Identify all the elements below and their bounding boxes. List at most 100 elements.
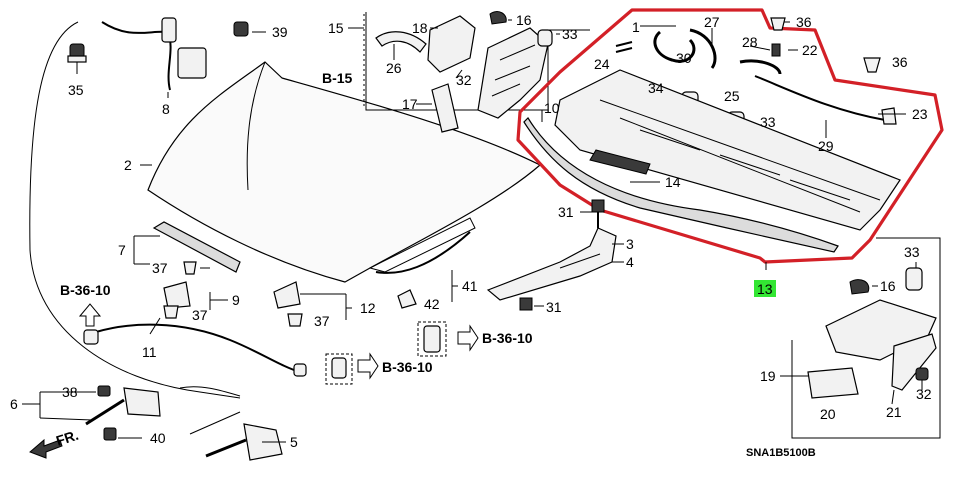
clip-36-top[interactable] [770,17,786,31]
callout-35[interactable]: 35 [68,82,84,98]
nozzle-23[interactable] [881,107,897,125]
callout-16-right[interactable]: 16 [880,278,896,294]
callout-33-mid[interactable]: 33 [760,114,776,130]
bolt-40[interactable] [103,427,117,441]
callout-23[interactable]: 23 [912,106,928,122]
clip-37-a[interactable] [183,261,197,275]
tube-27-30[interactable] [653,28,717,69]
callout-21[interactable]: 21 [886,404,902,420]
cable-lower-run [179,386,241,397]
callout-39[interactable]: 39 [272,24,288,40]
callout-31-upper[interactable]: 31 [558,204,574,220]
reference-b-36-10-left[interactable]: B-36-10 [60,282,111,298]
bracket-20[interactable] [807,367,859,399]
washer-tank-18[interactable] [427,15,476,73]
hood-opener-cable-8[interactable] [101,17,207,98]
hood-lock-6[interactable] [85,387,161,426]
ref-box-lower[interactable] [325,353,353,385]
hood-clip-35[interactable] [67,43,87,74]
callout-36-top[interactable]: 36 [796,14,812,30]
callout-27[interactable]: 27 [704,14,720,30]
callout-numbers: 1 2 3 4 5 6 7 8 9 10 11 12 13 14 15 16 1… [10,12,932,450]
clip-36-right[interactable] [863,57,881,73]
hood-hinge-3-4[interactable] [486,227,617,301]
grommet-11-end[interactable] [83,329,99,345]
callout-26[interactable]: 26 [386,60,402,76]
hood-outline-contour [29,21,241,399]
callout-42[interactable]: 42 [424,296,440,312]
callout-32-right[interactable]: 32 [916,386,932,402]
clip-16-right[interactable] [849,279,870,295]
bumper-12[interactable] [273,281,301,309]
hood-release-cable-11[interactable] [95,323,307,377]
callout-10[interactable]: 10 [544,100,560,116]
callout-4[interactable]: 4 [626,254,634,270]
callout-37-c[interactable]: 37 [314,313,330,329]
callout-25[interactable]: 25 [724,88,740,104]
hose-28-29[interactable] [739,59,886,121]
callout-14[interactable]: 14 [665,174,681,190]
callout-28[interactable]: 28 [742,34,758,50]
hood-latch-5[interactable] [189,411,283,461]
callout-40[interactable]: 40 [150,430,166,446]
bumper-9[interactable] [163,281,191,309]
callout-9[interactable]: 9 [232,292,240,308]
clip-32-right[interactable] [915,367,929,381]
callout-37-a[interactable]: 37 [152,260,168,276]
callout-36-right[interactable]: 36 [892,54,908,70]
clip-37-c[interactable] [287,313,303,327]
reference-b-36-10-lower[interactable]: B-36-10 [382,359,433,375]
callout-17[interactable]: 17 [402,96,418,112]
washer-bracket-17[interactable] [431,83,459,133]
diagram-code: SNA1B5100B [746,447,816,459]
washer-bracket-assembly[interactable] [477,27,549,119]
callout-19[interactable]: 19 [760,368,776,384]
washer-hose-26[interactable] [375,31,427,53]
clip-37-b[interactable] [163,305,179,319]
callout-2[interactable]: 2 [124,157,132,173]
callout-24[interactable]: 24 [594,56,610,72]
cowl-top-panel-10[interactable] [554,69,901,231]
callout-18[interactable]: 18 [412,20,428,36]
bolt-38[interactable] [97,385,111,397]
joint-22[interactable] [771,43,781,57]
callout-31-lower[interactable]: 31 [546,299,562,315]
bolt-31-upper[interactable] [591,199,605,228]
callout-13-highlight [754,280,776,297]
callout-32-top[interactable]: 32 [456,72,472,88]
callout-5[interactable]: 5 [290,434,298,450]
callout-30[interactable]: 30 [676,50,692,66]
callout-38[interactable]: 38 [62,384,78,400]
hood-seal-41[interactable] [375,231,471,274]
cowl-seal-14[interactable] [523,117,839,253]
callout-1[interactable]: 1 [632,19,640,35]
callout-3[interactable]: 3 [626,236,634,252]
callout-37-b[interactable]: 37 [192,307,208,323]
callout-33-right[interactable]: 33 [904,244,920,260]
callout-11[interactable]: 11 [142,344,157,360]
callout-29[interactable]: 29 [818,138,834,154]
clip-42[interactable] [397,289,417,309]
joint-24[interactable] [615,41,633,53]
clip-33-top[interactable] [537,29,553,47]
callout-20[interactable]: 20 [820,406,836,422]
callout-8[interactable]: 8 [162,101,170,117]
callout-22[interactable]: 22 [802,42,818,58]
washer-motor-16[interactable] [489,11,507,25]
hood-clip-39[interactable] [233,21,266,37]
callout-6[interactable]: 6 [10,396,18,412]
bolt-31-lower[interactable] [519,297,533,311]
callout-33-top[interactable]: 33 [562,26,578,42]
callout-16-top[interactable]: 16 [516,12,532,28]
clip-33-right[interactable] [905,267,923,291]
callout-12[interactable]: 12 [360,300,376,316]
callout-41[interactable]: 41 [462,278,478,294]
reference-b-15[interactable]: B-15 [322,70,353,86]
ref-box-center[interactable] [417,321,447,357]
hood-seal-7[interactable] [152,221,241,273]
reference-b-36-10-center[interactable]: B-36-10 [482,330,533,346]
callout-13[interactable]: 13 [757,281,773,297]
callout-15[interactable]: 15 [328,20,344,36]
callout-7[interactable]: 7 [118,242,126,258]
callout-34[interactable]: 34 [648,80,664,96]
